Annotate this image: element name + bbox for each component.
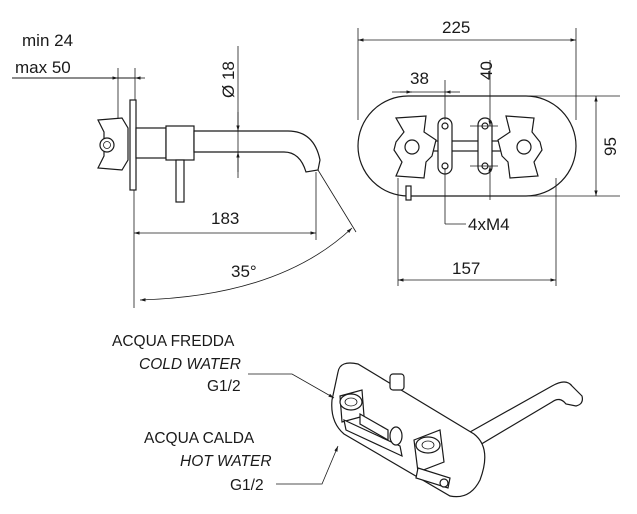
screws-label: 4xM4 xyxy=(468,215,510,234)
max-depth-label: max 50 xyxy=(15,58,71,77)
hot-water-callout: ACQUA CALDA HOT WATER G1/2 xyxy=(144,430,339,494)
wall-plate xyxy=(129,99,137,191)
height-95-label: 95 xyxy=(601,137,620,156)
cold-water-label-en: COLD WATER xyxy=(139,356,241,373)
min-depth-label: min 24 xyxy=(22,31,73,50)
hot-water-label-it: ACQUA CALDA xyxy=(144,430,255,447)
diameter-label: Ø 18 xyxy=(219,61,238,98)
angle-label: 35° xyxy=(231,262,257,281)
iso-plate xyxy=(331,362,486,498)
angle-arc xyxy=(139,227,353,302)
spacing-40-label: 40 xyxy=(477,61,496,80)
front-view: 225 38 40 xyxy=(357,18,620,286)
side-stem xyxy=(175,159,185,203)
side-spout xyxy=(193,130,321,173)
hot-water-thread: G1/2 xyxy=(230,477,264,494)
width-225-label: 225 xyxy=(442,18,470,37)
isometric-view xyxy=(331,362,583,498)
side-view: min 24 max 50 Ø 18 183 35° xyxy=(12,31,357,308)
cold-water-callout: ACQUA FREDDA COLD WATER G1/2 xyxy=(112,333,335,399)
length-183-label: 183 xyxy=(211,209,239,228)
spacing-38-label: 38 xyxy=(410,69,429,88)
cold-water-thread: G1/2 xyxy=(207,378,241,395)
cold-water-label-it: ACQUA FREDDA xyxy=(112,333,235,350)
length-157-label: 157 xyxy=(452,259,480,278)
hot-water-label-en: HOT WATER xyxy=(180,453,272,470)
iso-spout xyxy=(469,381,583,447)
